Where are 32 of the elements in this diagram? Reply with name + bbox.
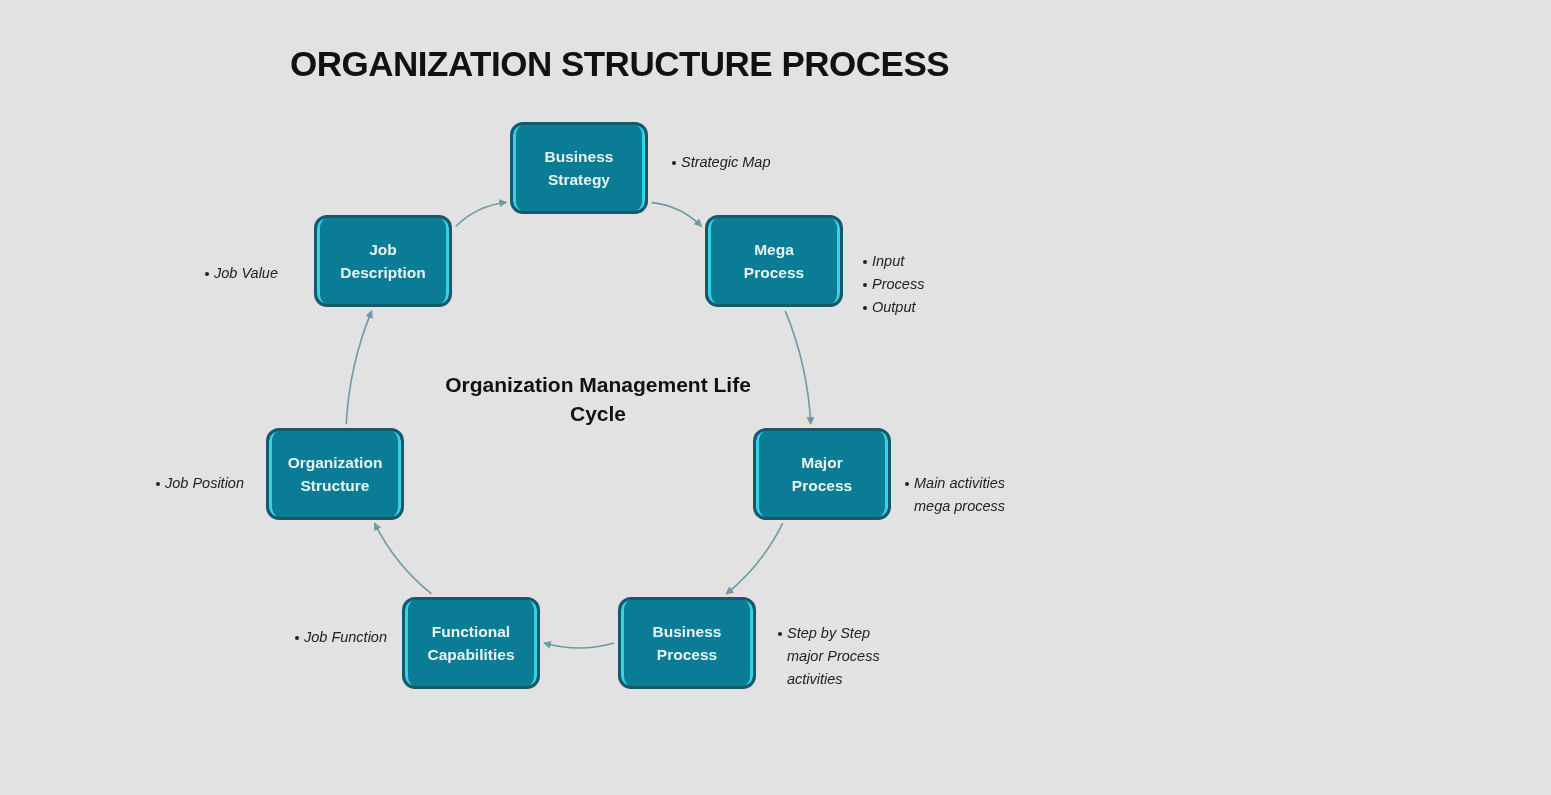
process-box — [705, 215, 843, 307]
arrow — [543, 640, 615, 649]
bullet-note: Job Position — [156, 472, 244, 495]
box-label: Organization Structure — [287, 452, 383, 496]
process-box — [618, 597, 756, 689]
diagram-title: ORGANIZATION STRUCTURE PROCESS — [290, 44, 950, 84]
arrow — [650, 201, 703, 228]
process-box — [402, 597, 540, 689]
box-label: Job Description — [340, 239, 426, 283]
bullet-note: Step by Step major Process activities — [778, 622, 903, 691]
process-box — [266, 428, 404, 520]
arrow — [345, 309, 373, 425]
bullet-note: Job Function — [294, 626, 387, 649]
box-label: Major Process — [791, 452, 853, 496]
bullet-note: Strategic Map — [672, 151, 771, 174]
bullet-note: Input — [863, 250, 905, 273]
arrow — [454, 199, 508, 228]
process-box — [753, 428, 891, 520]
process-box — [314, 215, 452, 307]
box-label: Functional Capabilities — [427, 621, 515, 665]
arrow — [373, 522, 433, 595]
box-label: Business Process — [652, 621, 722, 665]
bullet-note: Job Value — [205, 262, 278, 285]
box-label: Mega Process — [743, 239, 805, 283]
center-label: Organization Management Life Cycle — [444, 372, 752, 428]
bullet-note: Main activities mega process — [905, 472, 1035, 518]
bullet-note: Output — [863, 296, 916, 319]
process-box — [510, 122, 648, 214]
bullet-note: Process — [863, 273, 925, 296]
arrow — [784, 310, 815, 426]
arrow — [725, 522, 784, 595]
box-label: Business Strategy — [544, 146, 614, 190]
